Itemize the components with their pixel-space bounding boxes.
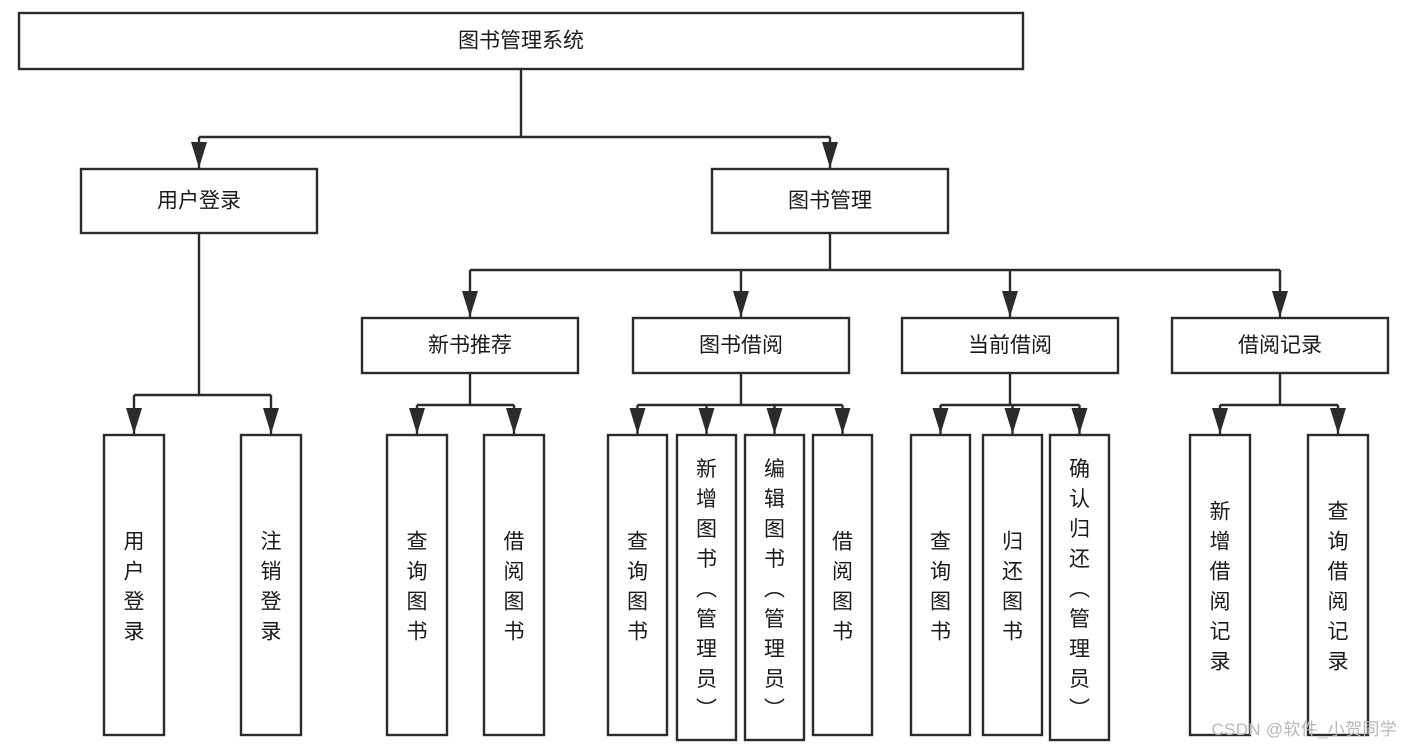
arrow-head-icon [1071, 408, 1088, 434]
node-borrow-record[interactable]: 借阅记录 [1170, 316, 1390, 375]
node-label: 查询图书 [407, 530, 428, 643]
arrow-head-icon [191, 142, 207, 168]
node-label: 编辑图书︵管理员︶ [764, 458, 785, 721]
node-box[interactable] [631, 316, 851, 375]
node-label: 借阅图书 [832, 530, 853, 643]
arrow-head-icon [506, 408, 522, 434]
node-root[interactable]: 图书管理系统 [17, 11, 1025, 71]
node-label: 查询图书 [930, 530, 951, 643]
arrow-head-icon [462, 291, 478, 317]
arrow-head-icon [932, 408, 949, 434]
node-label: 借阅记录 [1238, 334, 1322, 357]
arrow-head-icon [733, 291, 749, 317]
node-leaf-confirm-return[interactable]: 确认归还︵管理员︶ [1048, 433, 1111, 742]
node-box[interactable] [909, 433, 972, 737]
watermark-text: CSDN @软件_小贺同学 [1211, 720, 1397, 739]
arrow-head-icon [766, 408, 783, 434]
arrow-head-icon [409, 408, 425, 434]
arrow-head-icon [1002, 291, 1018, 317]
node-leaf-user-logout[interactable]: 注销登录 [239, 433, 303, 737]
node-box[interactable] [102, 433, 166, 737]
node-leaf-borrow-book-rec[interactable]: 借阅图书 [482, 433, 546, 737]
node-box[interactable] [79, 167, 319, 235]
node-label: 注销登录 [261, 530, 282, 643]
arrow-head-icon [1212, 408, 1228, 434]
node-label: 图书借阅 [699, 334, 783, 357]
node-label: 用户登录 [157, 190, 241, 213]
node-box[interactable] [385, 433, 449, 737]
arrow-head-icon [1272, 291, 1288, 317]
node-box[interactable] [981, 433, 1044, 737]
arrow-head-icon [1004, 408, 1021, 434]
arrow-head-icon [834, 408, 851, 434]
arrow-head-icon [1330, 408, 1346, 434]
arrow-head-icon [126, 408, 142, 434]
node-leaf-query-record[interactable]: 查询借阅记录 [1306, 433, 1370, 737]
node-label: 新增图书︵管理员︶ [696, 458, 717, 721]
node-box[interactable] [239, 433, 303, 737]
node-leaf-return-book[interactable]: 归还图书 [981, 433, 1044, 737]
node-box[interactable] [743, 433, 806, 742]
node-label: 确认归还︵管理员︶ [1069, 458, 1090, 721]
node-box[interactable] [1048, 433, 1111, 742]
node-leaf-add-book[interactable]: 新增图书︵管理员︶ [675, 433, 738, 742]
node-box[interactable] [606, 433, 669, 737]
node-box[interactable] [482, 433, 546, 737]
node-box[interactable] [1306, 433, 1370, 737]
node-new-book-rec[interactable]: 新书推荐 [360, 316, 580, 375]
node-label: 图书管理 [788, 190, 872, 213]
node-leaf-query-book-cur[interactable]: 查询图书 [909, 433, 972, 737]
node-leaf-user-login[interactable]: 用户登录 [102, 433, 166, 737]
arrow-head-icon [629, 408, 646, 434]
node-label: 归还图书 [1002, 530, 1023, 643]
node-label: 当前借阅 [968, 334, 1052, 357]
node-boxes: 图书管理系统用户登录图书管理新书推荐图书借阅当前借阅借阅记录用户登录注销登录查询… [17, 11, 1390, 742]
node-label: 查询图书 [627, 530, 648, 643]
node-box[interactable] [900, 316, 1120, 375]
node-label: 用户登录 [124, 530, 145, 643]
node-label: 借阅图书 [504, 530, 525, 643]
node-leaf-edit-book[interactable]: 编辑图书︵管理员︶ [743, 433, 806, 742]
node-current-borrow[interactable]: 当前借阅 [900, 316, 1120, 375]
node-box[interactable] [811, 433, 874, 737]
node-box[interactable] [360, 316, 580, 375]
node-label: 查询借阅记录 [1328, 500, 1349, 673]
node-book-manage[interactable]: 图书管理 [710, 167, 950, 235]
node-box[interactable] [1188, 433, 1252, 737]
node-box[interactable] [17, 11, 1025, 71]
arrow-head-icon [263, 408, 279, 434]
node-book-borrow[interactable]: 图书借阅 [631, 316, 851, 375]
node-label: 新增借阅记录 [1210, 500, 1231, 673]
connector-lines [126, 69, 1346, 434]
node-user-login[interactable]: 用户登录 [79, 167, 319, 235]
node-box[interactable] [675, 433, 738, 742]
arrow-head-icon [698, 408, 715, 434]
arrow-head-icon [822, 142, 838, 168]
node-label: 图书管理系统 [458, 30, 584, 53]
node-leaf-borrow-book[interactable]: 借阅图书 [811, 433, 874, 737]
node-label: 新书推荐 [428, 334, 512, 357]
node-box[interactable] [1170, 316, 1390, 375]
node-leaf-query-book-rec[interactable]: 查询图书 [385, 433, 449, 737]
node-leaf-add-record[interactable]: 新增借阅记录 [1188, 433, 1252, 737]
node-box[interactable] [710, 167, 950, 235]
node-leaf-query-book-borrow[interactable]: 查询图书 [606, 433, 669, 737]
